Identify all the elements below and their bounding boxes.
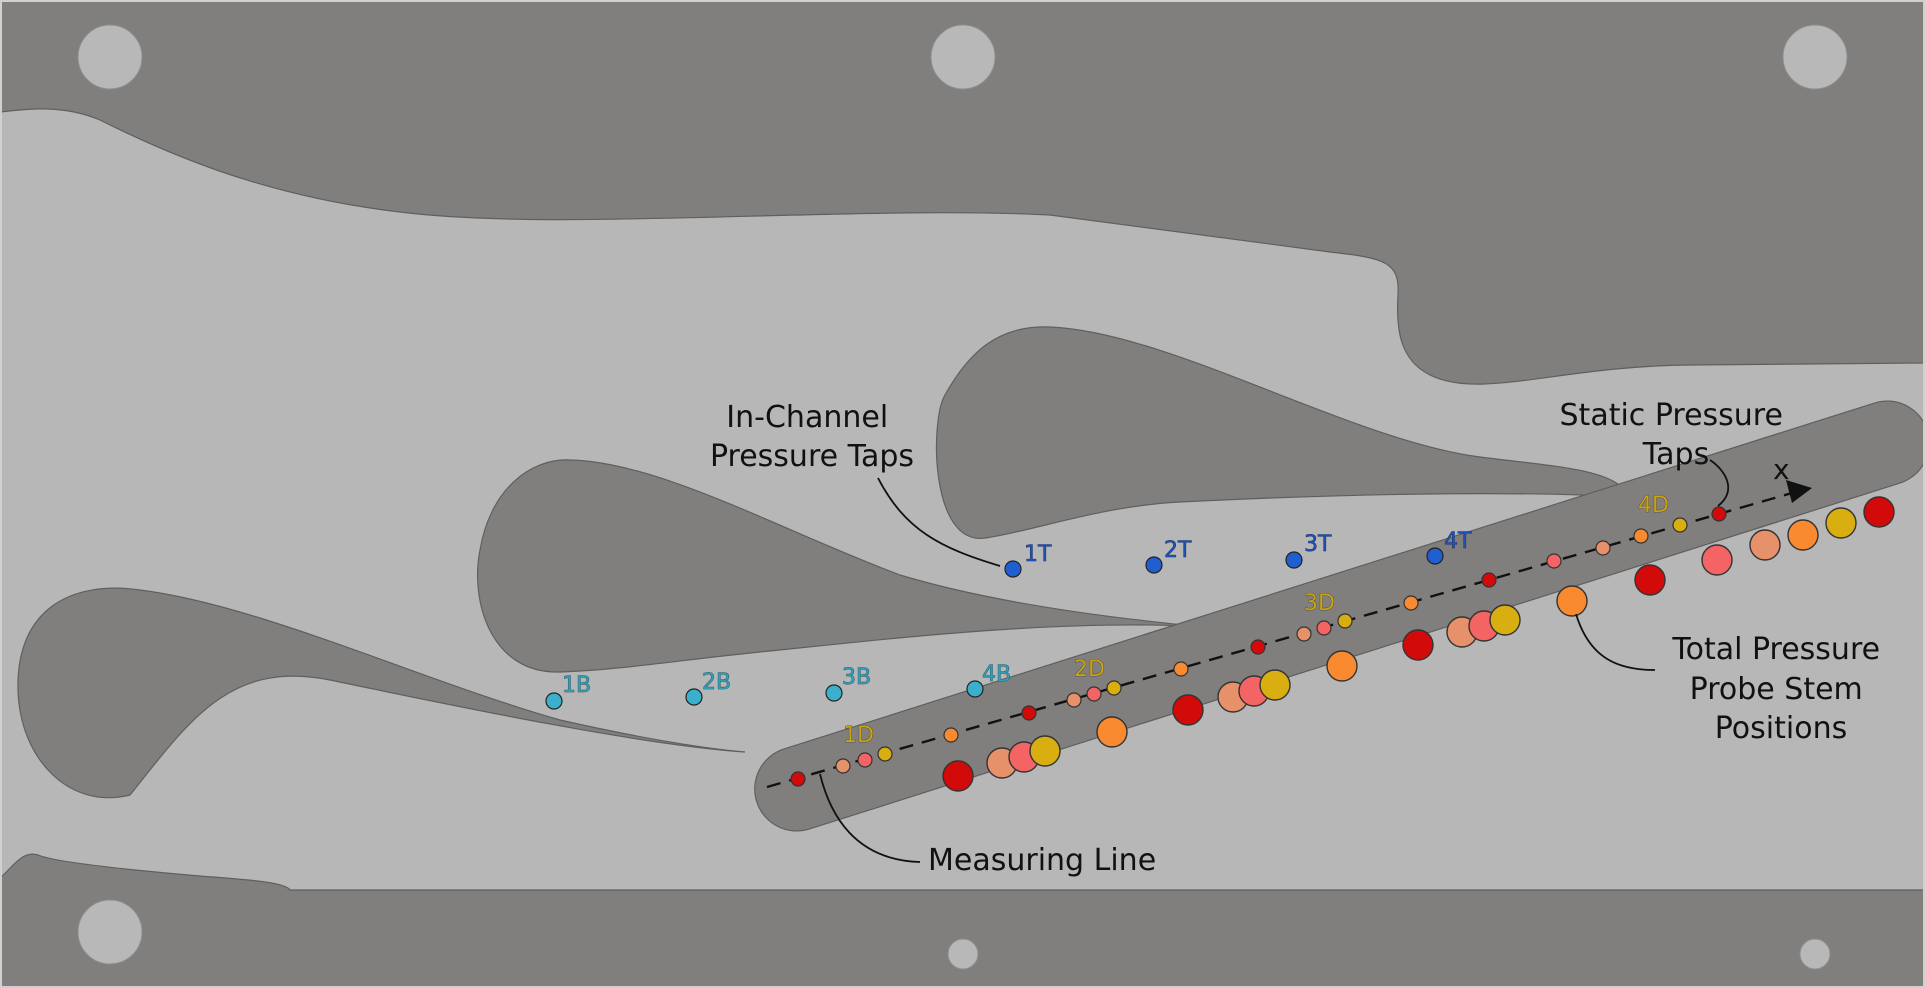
static-tap xyxy=(1106,680,1122,696)
total-pressure-probe-label: Total Pressure Probe Stem Positions xyxy=(1671,632,1889,746)
leader-in-channel xyxy=(877,477,1001,567)
probe-stem xyxy=(1749,529,1781,561)
measuring-line-label: Measuring Line xyxy=(928,843,1156,878)
probe-stem xyxy=(1787,519,1819,551)
static-tap xyxy=(790,771,806,787)
vane-middle xyxy=(477,459,1206,673)
static-tap xyxy=(1021,705,1037,721)
probe-stem xyxy=(1634,564,1666,596)
static-tap xyxy=(1316,620,1332,636)
vane-upper xyxy=(935,326,1632,539)
tap-label-1t: 1T xyxy=(1024,542,1052,567)
mounting-hole xyxy=(77,899,143,965)
probe-stem xyxy=(1172,694,1204,726)
probe-stem xyxy=(1863,496,1895,528)
tap-label-4t: 4T xyxy=(1444,529,1472,554)
static-line-2: Taps xyxy=(1642,437,1709,472)
total-line-3: Positions xyxy=(1715,711,1847,746)
static-tap xyxy=(1711,506,1727,522)
static-tap xyxy=(857,752,873,768)
arrowhead-icon xyxy=(1786,480,1812,503)
probe-stem xyxy=(1701,544,1733,576)
static-tap xyxy=(943,727,959,743)
tap-label-2b: 2B xyxy=(702,670,731,695)
tap-label-3t: 3T xyxy=(1304,532,1332,557)
static-tap xyxy=(1633,528,1649,544)
in-channel-pressure-taps-label: In-Channel Pressure Taps xyxy=(710,400,914,474)
vane-left xyxy=(17,587,746,799)
measuring-line xyxy=(766,480,1812,789)
static-tap xyxy=(1337,613,1353,629)
static-tap xyxy=(1296,626,1312,642)
static-tap xyxy=(835,758,851,774)
static-pressure-taps-label: Static Pressure Taps xyxy=(1560,398,1793,472)
mounting-hole xyxy=(77,24,143,90)
leader-measuring xyxy=(819,773,921,863)
d-label-1d: 1D xyxy=(843,723,874,748)
in-channel-line-1: In-Channel xyxy=(726,400,888,435)
probe-stem xyxy=(1402,629,1434,661)
total-line-2: Probe Stem xyxy=(1690,672,1863,707)
total-line-1: Total Pressure xyxy=(1671,632,1880,667)
in-channel-tap-4b xyxy=(966,680,984,698)
static-line-1: Static Pressure xyxy=(1560,398,1783,433)
probe-stem xyxy=(942,760,974,792)
static-tap xyxy=(1250,639,1266,655)
in-channel-tap-1b xyxy=(545,692,563,710)
tap-label-2t: 2T xyxy=(1164,538,1192,563)
probe-stem xyxy=(1259,669,1291,701)
tap-label-4b: 4B xyxy=(982,662,1011,687)
mounting-hole xyxy=(930,24,996,90)
d-label-2d: 2D xyxy=(1074,657,1105,682)
static-tap xyxy=(1481,572,1497,588)
in-channel-line-2: Pressure Taps xyxy=(710,439,914,474)
in-channel-tap-4t xyxy=(1426,547,1444,565)
top-wall xyxy=(0,0,1925,385)
static-tap xyxy=(877,746,893,762)
in-channel-tap-2t xyxy=(1145,556,1163,574)
static-tap xyxy=(1173,661,1189,677)
in-channel-tap-3b xyxy=(825,684,843,702)
mounting-hole xyxy=(1799,938,1831,970)
axis-label-x: x xyxy=(1773,453,1790,486)
static-tap xyxy=(1546,553,1562,569)
probe-stem xyxy=(1096,716,1128,748)
leader-static xyxy=(1709,459,1730,507)
static-tap xyxy=(1595,540,1611,556)
probe-stem xyxy=(1029,735,1061,767)
static-tap xyxy=(1403,595,1419,611)
probe-stem xyxy=(1825,507,1857,539)
probe-stem xyxy=(1556,585,1588,617)
in-channel-tap-1t xyxy=(1004,560,1022,578)
in-channel-tap-2b xyxy=(685,688,703,706)
d-label-4d: 4D xyxy=(1638,493,1669,518)
tap-label-1b: 1B xyxy=(562,673,591,698)
mounting-hole xyxy=(947,938,979,970)
d-label-3d: 3D xyxy=(1304,591,1335,616)
in-channel-tap-3t xyxy=(1285,551,1303,569)
static-tap xyxy=(1086,686,1102,702)
probe-stem xyxy=(1326,650,1358,682)
tap-label-3b: 3B xyxy=(842,665,871,690)
static-tap xyxy=(1672,517,1688,533)
bottom-wall xyxy=(0,853,1925,988)
probe-stem xyxy=(1489,604,1521,636)
leader-total xyxy=(1575,613,1656,671)
static-tap xyxy=(1066,692,1082,708)
mounting-hole xyxy=(1782,24,1848,90)
